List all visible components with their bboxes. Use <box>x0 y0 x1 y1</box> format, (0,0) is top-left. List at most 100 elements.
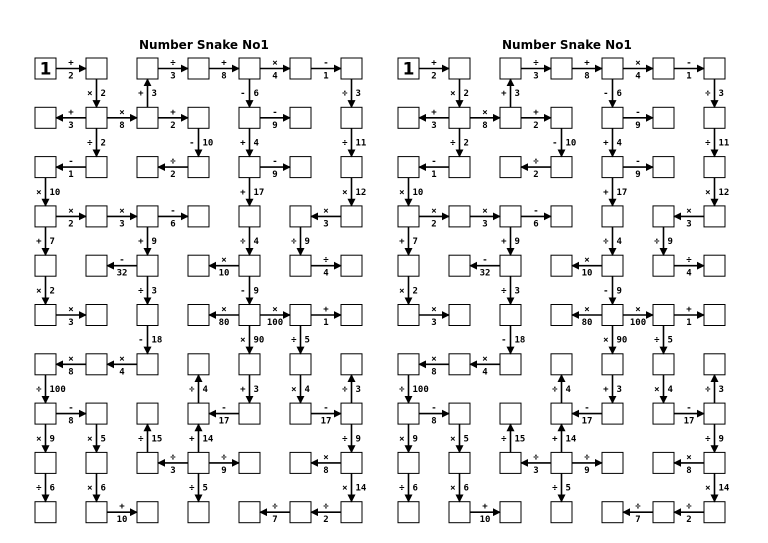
answer-cell[interactable] <box>34 156 57 179</box>
answer-cell[interactable] <box>601 501 624 524</box>
answer-cell[interactable] <box>550 57 573 80</box>
answer-cell[interactable] <box>85 304 108 326</box>
answer-cell[interactable] <box>187 451 210 474</box>
answer-cell[interactable] <box>601 106 624 129</box>
answer-cell[interactable] <box>136 451 159 474</box>
answer-cell[interactable] <box>550 106 573 129</box>
answer-cell[interactable] <box>448 304 471 326</box>
answer-cell[interactable] <box>397 156 420 179</box>
answer-cell[interactable] <box>601 156 624 179</box>
answer-cell[interactable] <box>238 304 261 326</box>
answer-cell[interactable] <box>652 501 675 524</box>
answer-cell[interactable] <box>289 451 312 474</box>
answer-cell[interactable] <box>34 402 57 425</box>
answer-cell[interactable] <box>187 304 210 326</box>
answer-cell[interactable] <box>448 402 471 425</box>
answer-cell[interactable] <box>550 254 573 277</box>
answer-cell[interactable] <box>238 353 261 376</box>
answer-cell[interactable] <box>499 57 522 80</box>
answer-cell[interactable] <box>499 353 522 376</box>
answer-cell[interactable] <box>289 156 312 179</box>
answer-cell[interactable] <box>448 501 471 524</box>
answer-cell[interactable] <box>448 254 471 277</box>
answer-cell[interactable] <box>85 402 108 425</box>
answer-cell[interactable] <box>289 254 312 277</box>
answer-cell[interactable] <box>652 156 675 179</box>
answer-cell[interactable] <box>703 402 726 425</box>
answer-cell[interactable] <box>34 451 57 474</box>
answer-cell[interactable] <box>238 254 261 277</box>
answer-cell[interactable] <box>703 304 726 326</box>
answer-cell[interactable] <box>550 304 573 326</box>
answer-cell[interactable] <box>340 353 363 376</box>
answer-cell[interactable] <box>34 501 57 524</box>
answer-cell[interactable] <box>187 254 210 277</box>
answer-cell[interactable] <box>136 205 159 228</box>
answer-cell[interactable] <box>238 402 261 425</box>
answer-cell[interactable] <box>289 402 312 425</box>
answer-cell[interactable] <box>85 205 108 228</box>
answer-cell[interactable] <box>85 254 108 277</box>
answer-cell[interactable] <box>397 451 420 474</box>
answer-cell[interactable] <box>136 304 159 326</box>
answer-cell[interactable] <box>703 106 726 129</box>
answer-cell[interactable] <box>703 254 726 277</box>
answer-cell[interactable] <box>187 205 210 228</box>
answer-cell[interactable] <box>652 254 675 277</box>
answer-cell[interactable] <box>187 106 210 129</box>
answer-cell[interactable] <box>289 353 312 376</box>
answer-cell[interactable] <box>601 402 624 425</box>
answer-cell[interactable] <box>652 57 675 80</box>
answer-cell[interactable] <box>448 451 471 474</box>
answer-cell[interactable] <box>289 205 312 228</box>
answer-cell[interactable] <box>448 205 471 228</box>
answer-cell[interactable] <box>550 156 573 179</box>
answer-cell[interactable] <box>601 304 624 326</box>
answer-cell[interactable] <box>340 254 363 277</box>
answer-cell[interactable] <box>85 106 108 129</box>
answer-cell[interactable] <box>238 205 261 228</box>
answer-cell[interactable] <box>397 501 420 524</box>
answer-cell[interactable] <box>187 156 210 179</box>
answer-cell[interactable] <box>703 205 726 228</box>
answer-cell[interactable] <box>703 353 726 376</box>
answer-cell[interactable] <box>187 353 210 376</box>
answer-cell[interactable] <box>601 57 624 80</box>
answer-cell[interactable] <box>289 57 312 80</box>
answer-cell[interactable] <box>499 451 522 474</box>
answer-cell[interactable] <box>340 402 363 425</box>
answer-cell[interactable] <box>238 451 261 474</box>
answer-cell[interactable] <box>448 156 471 179</box>
answer-cell[interactable] <box>34 353 57 376</box>
answer-cell[interactable] <box>652 451 675 474</box>
answer-cell[interactable] <box>703 156 726 179</box>
answer-cell[interactable] <box>136 57 159 80</box>
answer-cell[interactable] <box>499 402 522 425</box>
answer-cell[interactable] <box>499 254 522 277</box>
answer-cell[interactable] <box>601 205 624 228</box>
answer-cell[interactable] <box>703 501 726 524</box>
answer-cell[interactable] <box>238 57 261 80</box>
answer-cell[interactable] <box>499 106 522 129</box>
answer-cell[interactable] <box>397 254 420 277</box>
answer-cell[interactable] <box>34 106 57 129</box>
answer-cell[interactable] <box>448 106 471 129</box>
answer-cell[interactable] <box>340 156 363 179</box>
answer-cell[interactable] <box>397 353 420 376</box>
answer-cell[interactable] <box>601 353 624 376</box>
answer-cell[interactable] <box>550 205 573 228</box>
answer-cell[interactable] <box>340 57 363 80</box>
answer-cell[interactable] <box>136 353 159 376</box>
answer-cell[interactable] <box>550 402 573 425</box>
answer-cell[interactable] <box>499 205 522 228</box>
answer-cell[interactable] <box>448 353 471 376</box>
answer-cell[interactable] <box>136 156 159 179</box>
answer-cell[interactable] <box>340 501 363 524</box>
answer-cell[interactable] <box>448 57 471 80</box>
answer-cell[interactable] <box>238 156 261 179</box>
answer-cell[interactable] <box>187 402 210 425</box>
answer-cell[interactable] <box>652 205 675 228</box>
answer-cell[interactable] <box>340 106 363 129</box>
answer-cell[interactable] <box>136 106 159 129</box>
answer-cell[interactable] <box>340 451 363 474</box>
